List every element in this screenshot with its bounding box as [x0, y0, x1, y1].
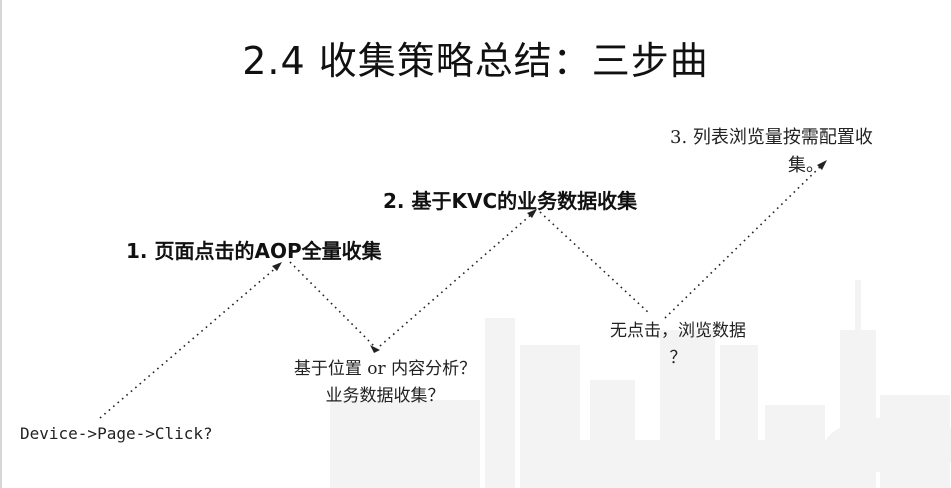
start-label: Device->Page->Click? [20, 424, 213, 443]
step-3-label-line2: 集。 [788, 155, 824, 176]
valley-2-note-line1: 无点击，浏览数据 [610, 321, 746, 341]
slide-left-border [0, 0, 2, 488]
valley-2-note: 无点击，浏览数据 ？ [588, 318, 768, 372]
path-segment-valley2-to-step3 [664, 164, 823, 319]
arrowhead-step3 [817, 160, 827, 170]
valley-1-note-line1: 基于位置 or 内容分析？ [293, 359, 477, 379]
path-segment-valley1-to-step2 [379, 212, 534, 347]
step-2-label: 2. 基于KVC的业务数据收集 [383, 189, 638, 213]
arrowhead-step1 [272, 262, 282, 271]
slide-title: 2.4 收集策略总结：三步曲 [242, 39, 709, 83]
valley-1-note-line2: 业务数据收集？ [325, 386, 445, 406]
arrowhead-valley1 [370, 345, 380, 353]
valley-1-note: 基于位置 or 内容分析？ 业务数据收集？ [265, 356, 505, 410]
valley-2-note-line2: ？ [669, 348, 687, 368]
path-segment-start-to-step1 [99, 265, 279, 419]
step-3-label-line1: 3. 列表浏览量按需配置收 [670, 127, 873, 148]
path-segment-step1-to-valley1 [289, 261, 377, 349]
path-segment-step2-to-valley2 [539, 211, 651, 315]
arrowhead-step2 [527, 209, 537, 218]
step-3-label: 3. 列表浏览量按需配置收 集。 [670, 124, 873, 180]
step-1-label: 1. 页面点击的AOP全量收集 [126, 239, 382, 263]
